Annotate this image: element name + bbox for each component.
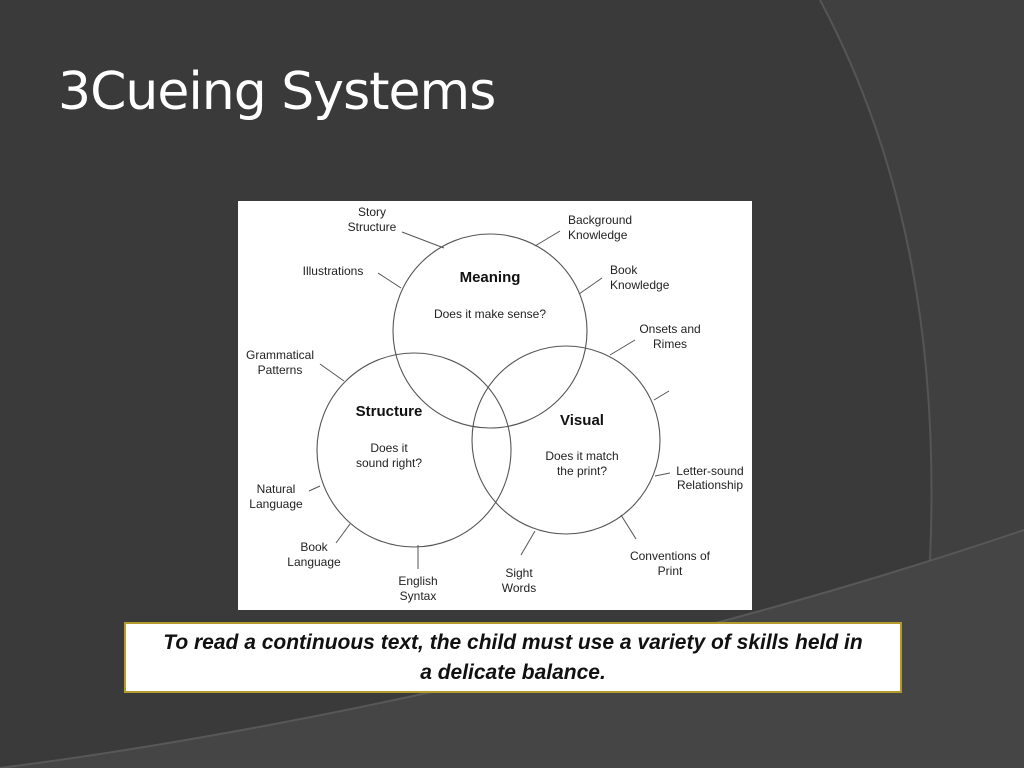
connector-sight-words — [520, 530, 536, 556]
label-onsets-rimes-2: Rimes — [653, 337, 687, 351]
label-book-language-2: Language — [287, 555, 341, 569]
connector-book-language — [335, 523, 351, 544]
slide-title: 3Cueing Systems — [58, 62, 496, 122]
label-illustrations: Illustrations — [303, 264, 364, 278]
meaning-heading: Meaning — [460, 269, 521, 286]
label-natural-language-1: Natural — [257, 482, 296, 496]
structure-heading: Structure — [356, 403, 423, 420]
connector-conventions-print — [620, 514, 637, 540]
label-english-syntax-1: English — [398, 574, 437, 588]
label-english-syntax-2: Syntax — [400, 589, 437, 603]
connector-natural-language — [308, 485, 321, 492]
label-story-structure-2: Structure — [348, 220, 397, 234]
visual-heading: Visual — [560, 412, 604, 429]
caption-box: To read a continuous text, the child mus… — [124, 622, 902, 693]
structure-circle — [316, 352, 512, 548]
label-onsets-rimes-1: Onsets and — [639, 322, 700, 336]
label-letter-sound-1: Letter-sound — [676, 464, 743, 478]
visual-question-line-2: the print? — [557, 464, 607, 478]
label-book-language-1: Book — [300, 540, 328, 554]
connector-book-knowledge — [578, 277, 603, 295]
connector-illustrations — [377, 272, 402, 289]
label-sight-words-1: Sight — [505, 566, 533, 580]
meaning-question: Does it make sense? — [434, 307, 546, 321]
label-grammatical-patterns-1: Grammatical — [246, 348, 314, 362]
label-sight-words-2: Words — [502, 581, 536, 595]
label-letter-sound-2: Relationship — [677, 478, 743, 492]
connector-background-knowledge — [534, 230, 561, 247]
label-background-knowledge-1: Background — [568, 213, 632, 227]
caption-text: To read a continuous text, the child mus… — [163, 630, 863, 684]
connector-onsets-rimes — [609, 339, 636, 356]
visual-circle — [471, 345, 661, 535]
label-grammatical-patterns-2: Patterns — [258, 363, 303, 377]
connector-story-structure — [401, 231, 445, 249]
visual-question-line-1: Does it match — [545, 449, 618, 463]
structure-question-line-1: Does it — [370, 441, 408, 455]
label-book-knowledge-2: Knowledge — [610, 278, 670, 292]
label-conventions-print-2: Print — [658, 564, 683, 578]
connector-visual-upper-right — [653, 390, 670, 401]
structure-question-line-2: sound right? — [356, 456, 422, 470]
meaning-circle — [392, 233, 588, 429]
label-background-knowledge-2: Knowledge — [568, 228, 628, 242]
cueing-systems-diagram: Meaning Does it make sense? Structure Do… — [238, 201, 752, 610]
label-story-structure-1: Story — [358, 205, 386, 219]
connector-grammatical-patterns — [319, 363, 345, 382]
label-book-knowledge-1: Book — [610, 263, 638, 277]
label-natural-language-2: Language — [249, 497, 303, 511]
label-conventions-print-1: Conventions of — [630, 549, 711, 563]
connector-letter-sound — [654, 472, 671, 477]
